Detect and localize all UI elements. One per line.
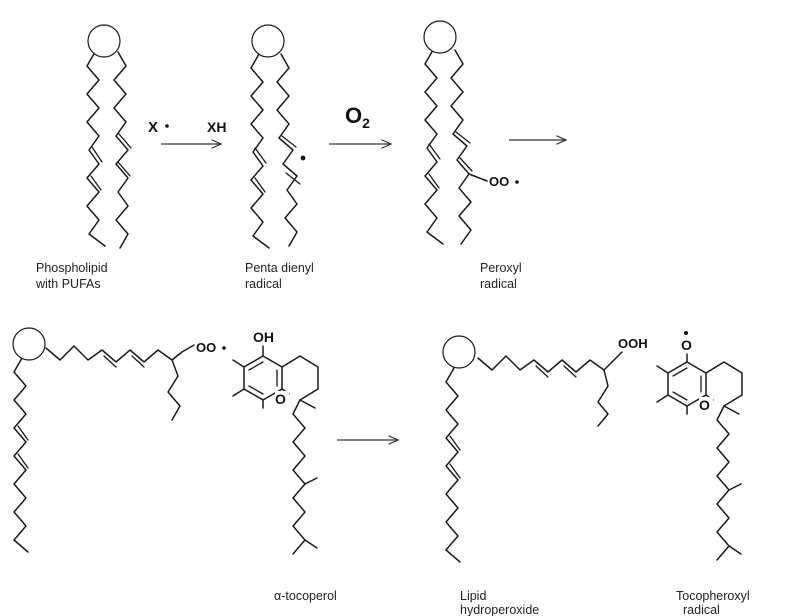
chain-horizontal [45, 344, 195, 421]
label-hydroperoxide-line1: Lipid [460, 589, 486, 603]
label-pentadienyl-line1: Penta dienyl [245, 261, 314, 275]
phospholipid-with-pufas [86, 24, 132, 249]
alpha-tocopherol: OH O [232, 329, 319, 555]
peroxyl-dot [515, 180, 519, 184]
hydroxyl-group: OH [253, 329, 274, 345]
phospholipid-head [423, 20, 457, 54]
tocopheroxyl-radical: O O [656, 331, 743, 561]
phospholipid-head [442, 335, 476, 369]
chain-right [450, 49, 488, 245]
phospholipid-head [87, 24, 121, 58]
chain-left [424, 49, 444, 245]
chain-right-conjugated [276, 53, 301, 247]
radical-oxygen-dot [684, 331, 688, 335]
chain-vertical [13, 357, 29, 553]
peroxyl-group: OO [489, 174, 509, 189]
label-peroxyl-line1: Peroxyl [480, 261, 522, 275]
label-hydroperoxide-line2: hydroperoxide [460, 603, 539, 616]
pentadienyl-radical [250, 24, 306, 249]
chain-right [113, 51, 132, 249]
x-radical-dot [165, 124, 169, 128]
chain-vertical [445, 367, 461, 563]
label-tocopheroxyl-line2: radical [683, 603, 720, 616]
xh: XH [207, 119, 226, 135]
phospholipid-head [12, 327, 46, 361]
phospholipid-head [251, 24, 285, 58]
ring-oxygen: O [275, 391, 286, 407]
label-pentadienyl-line2: radical [245, 277, 282, 291]
label-phospholipid-line1: Phospholipid [36, 261, 108, 275]
radical-oxygen: O [681, 337, 692, 353]
peroxyl-group: OO [196, 340, 216, 355]
ring-oxygen: O [699, 397, 710, 413]
label-phospholipid-line2: with PUFAs [35, 277, 101, 291]
lipid-hydroperoxide: OOH [442, 335, 648, 563]
chain-horizontal [477, 351, 623, 427]
oxygen: O2 [345, 103, 370, 131]
peroxyl-dot [222, 346, 226, 350]
hydroperoxide-group: OOH [618, 336, 648, 351]
radical-dot [300, 155, 306, 161]
chain-left [250, 53, 270, 249]
x-radical: X [148, 119, 158, 136]
peroxyl-radical: OO [423, 20, 519, 245]
label-tocopherol: α-tocoperol [274, 589, 337, 603]
lipid-peroxyl-radical: OO [12, 327, 226, 553]
chain-left [86, 51, 106, 247]
label-tocopheroxyl-line1: Tocopheroxyl [676, 589, 750, 603]
label-peroxyl-line2: radical [480, 277, 517, 291]
